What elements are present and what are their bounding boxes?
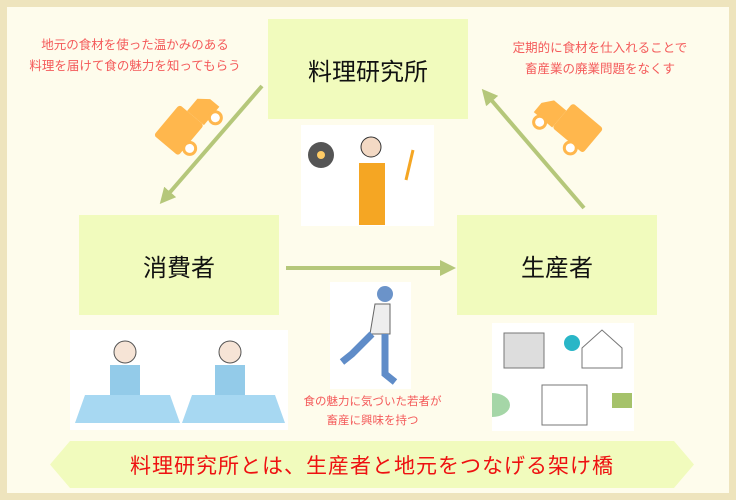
note-right: 定期的に食材を仕入れることで 畜産業の廃業問題をなくす [480, 37, 720, 79]
truck-icon-right [532, 100, 603, 156]
note-middle: 食の魅力に気づいた若者が 畜産に興味を持つ [285, 392, 460, 430]
producer-farm-illustration [492, 323, 634, 431]
note-left-line1: 地元の食材を使った温かみのある [41, 37, 229, 52]
note-left: 地元の食材を使った温かみのある 料理を届けて食の魅力を知ってもらう [10, 34, 260, 76]
truck-icon-left [154, 98, 223, 156]
consumers-illustration [70, 330, 288, 430]
arrow-lab-to-consumer [159, 84, 264, 205]
banner-text: 料理研究所とは、生産者と地元をつなげる架け橋 [130, 453, 614, 478]
note-right-line1: 定期的に食材を仕入れることで [512, 40, 688, 55]
runner-illustration [330, 282, 411, 389]
summary-banner: 料理研究所とは、生産者と地元をつなげる架け橋 [50, 441, 694, 488]
node-producer: 生産者 [457, 215, 657, 315]
arrow-producer-to-lab [481, 88, 586, 210]
note-middle-line1: 食の魅力に気づいた若者が [303, 394, 442, 408]
node-consumer: 消費者 [79, 215, 279, 315]
chef-illustration [301, 125, 434, 226]
note-middle-line2: 畜産に興味を持つ [326, 413, 419, 427]
node-lab: 料理研究所 [268, 19, 468, 119]
note-left-line2: 料理を届けて食の魅力を知ってもらう [29, 58, 241, 73]
note-right-line2: 畜産業の廃業問題をなくす [524, 61, 675, 76]
